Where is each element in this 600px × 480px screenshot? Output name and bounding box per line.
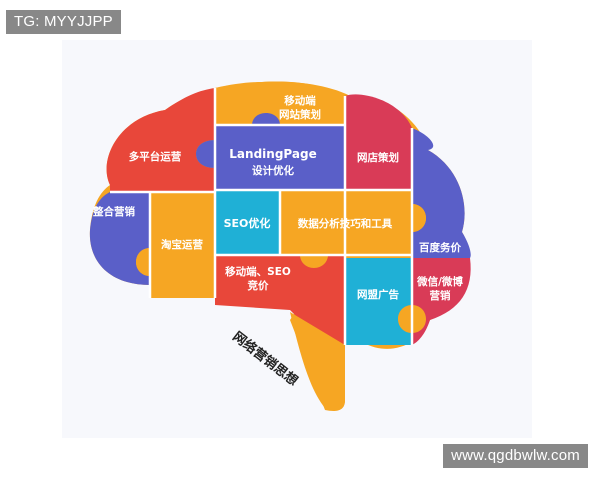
piece-union-ads	[345, 258, 412, 345]
piece-seams	[110, 88, 414, 345]
brain-stem	[290, 312, 345, 411]
label-seo: SEO优化	[224, 216, 271, 230]
label-shop-planning: 网店策划	[357, 151, 399, 164]
label-mobile-seo-1: 移动端、SEO	[225, 265, 291, 278]
piece-integrated-marketing	[89, 192, 180, 285]
piece-mobile-seo	[215, 255, 345, 345]
piece-taobao	[136, 192, 215, 298]
piece-mobile-site	[215, 81, 345, 125]
piece-wechat-weibo	[412, 258, 471, 345]
label-mobile-site-1: 移动端	[284, 94, 316, 107]
label-wechat-weibo-1: 微信/微博	[416, 275, 463, 288]
label-multi-platform: 多平台运营	[129, 150, 182, 163]
label-landing-page-2: 设计优化	[252, 164, 294, 177]
piece-baidu	[412, 128, 471, 258]
piece-multi-platform	[106, 88, 215, 208]
label-integrated-marketing: 整合营销	[92, 205, 135, 218]
label-mobile-seo-2: 竞价	[248, 279, 269, 292]
piece-data-analysis	[280, 190, 426, 255]
label-landing-page-1: LandingPage	[229, 147, 316, 161]
watermark-top: TG: MYYJJPP	[6, 10, 121, 34]
label-baidu: 百度务价	[419, 241, 461, 254]
piece-shop-planning	[345, 94, 412, 190]
label-wechat-weibo-2: 营销	[430, 289, 451, 302]
watermark-bottom: www.qgdbwlw.com	[443, 444, 588, 468]
label-mobile-site-2: 网站策划	[279, 108, 321, 121]
piece-landing-page	[196, 113, 345, 190]
label-data-analysis: 数据分析技巧和工具	[297, 217, 393, 230]
label-union-ads: 网盟广告	[357, 288, 399, 301]
label-taobao: 淘宝运营	[161, 238, 203, 251]
piece-seo	[215, 190, 280, 255]
stem-label: 网络营销思想	[230, 329, 301, 390]
